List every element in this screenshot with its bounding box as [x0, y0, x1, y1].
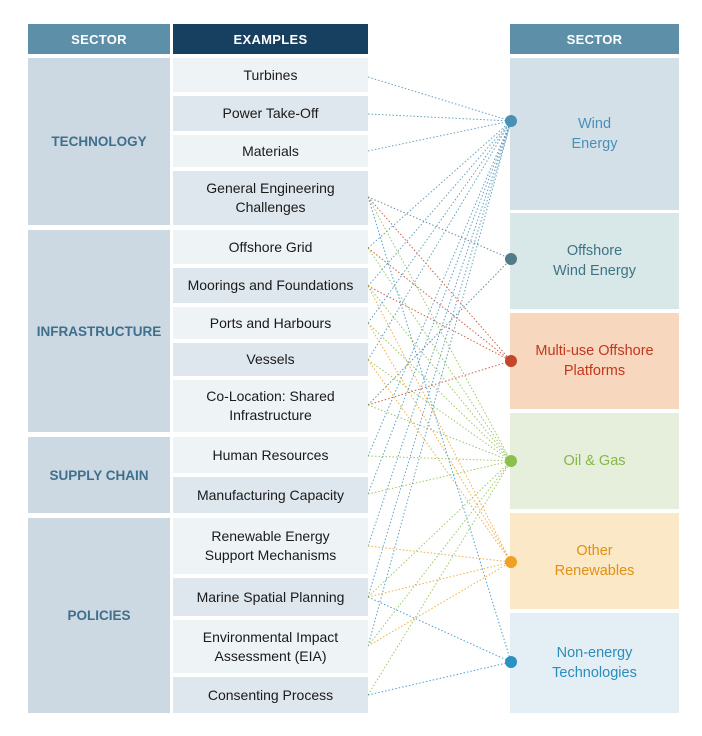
connector-line-27 — [367, 120, 512, 547]
example-consenting-process: Consenting Process — [173, 677, 368, 713]
sector-policies: POLICIES — [28, 518, 170, 713]
target-offshore-wind-energy: Offshore Wind Energy — [510, 213, 679, 309]
header-examples: EXAMPLES — [173, 24, 368, 54]
example-offshore-grid: Offshore Grid — [173, 230, 368, 264]
connector-line-34 — [367, 460, 512, 647]
connector-line-37 — [367, 661, 512, 696]
connector-line-3 — [367, 196, 512, 260]
connector-line-2 — [367, 120, 512, 152]
connector-line-22 — [367, 404, 512, 462]
example-ports-harbours: Ports and Harbours — [173, 307, 368, 339]
header-sector-right: SECTOR — [510, 24, 679, 54]
connector-line-9 — [367, 247, 512, 462]
connector-line-24 — [367, 455, 512, 462]
example-general-engineering: General Engineering Challenges — [173, 171, 368, 225]
connector-line-35 — [367, 561, 512, 647]
connector-line-18 — [367, 359, 512, 462]
connector-line-13 — [367, 285, 512, 563]
connector-line-17 — [367, 120, 512, 361]
target-wind-energy: Wind Energy — [510, 58, 679, 210]
target-non-energy: Non-energy Technologies — [510, 613, 679, 713]
example-manufacturing-capacity: Manufacturing Capacity — [173, 477, 368, 513]
example-power-take-off: Power Take-Off — [173, 96, 368, 131]
example-co-location: Co-Location: Shared Infrastructure — [173, 380, 368, 432]
connector-line-6 — [367, 196, 512, 663]
connector-line-14 — [367, 120, 512, 324]
target-multi-use-platforms: Multi-use Offshore Platforms — [510, 313, 679, 409]
example-eia: Environmental Impact Assessment (EIA) — [173, 620, 368, 673]
connector-line-36 — [367, 460, 512, 696]
target-other-renewables: Other Renewables — [510, 513, 679, 609]
connector-line-1 — [367, 113, 512, 122]
example-materials: Materials — [173, 135, 368, 167]
example-turbines: Turbines — [173, 58, 368, 92]
example-human-resources: Human Resources — [173, 437, 368, 473]
example-renewable-support: Renewable Energy Support Mechanisms — [173, 518, 368, 574]
connector-line-16 — [367, 322, 512, 563]
connector-line-32 — [367, 596, 512, 663]
sector-infrastructure: INFRASTRUCTURE — [28, 230, 170, 432]
connector-line-30 — [367, 460, 512, 598]
connector-line-11 — [367, 285, 512, 362]
connector-line-23 — [367, 120, 512, 457]
sector-supply-chain: SUPPLY CHAIN — [28, 437, 170, 513]
connector-line-7 — [367, 120, 512, 249]
example-moorings-foundations: Moorings and Foundations — [173, 268, 368, 303]
connector-line-31 — [367, 561, 512, 598]
connector-line-21 — [367, 360, 512, 406]
connector-line-29 — [367, 120, 512, 598]
connector-line-5 — [367, 196, 512, 462]
connector-line-12 — [367, 285, 512, 462]
target-oil-gas: Oil & Gas — [510, 413, 679, 509]
example-vessels: Vessels — [173, 343, 368, 376]
header-sector-left: SECTOR — [28, 24, 170, 54]
sector-technology: TECHNOLOGY — [28, 58, 170, 225]
connector-line-25 — [367, 120, 512, 495]
example-marine-spatial-planning: Marine Spatial Planning — [173, 578, 368, 616]
connector-line-10 — [367, 120, 512, 287]
connector-line-26 — [367, 460, 512, 495]
connector-line-28 — [367, 545, 512, 563]
connector-line-19 — [367, 359, 512, 563]
connector-line-8 — [367, 247, 512, 362]
connector-line-4 — [367, 196, 512, 362]
connector-line-0 — [367, 76, 512, 122]
connector-line-20 — [367, 258, 512, 406]
connector-line-15 — [367, 322, 512, 462]
